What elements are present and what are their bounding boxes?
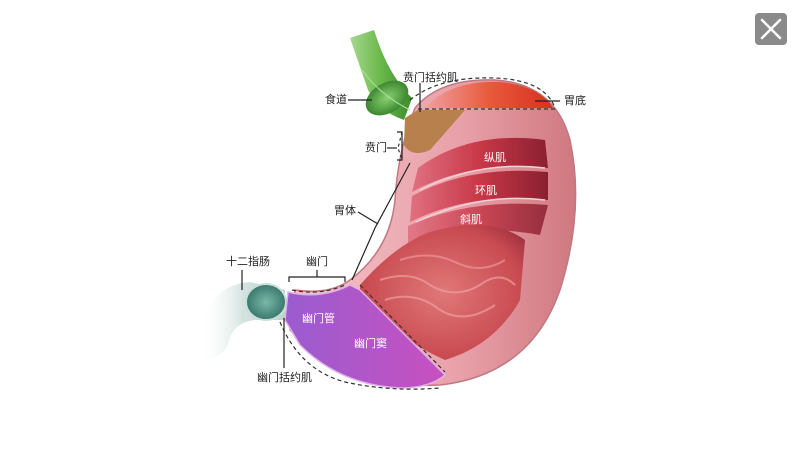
label-longitudinal-muscle: 纵肌 <box>484 151 506 164</box>
label-oblique-muscle: 斜肌 <box>460 213 482 226</box>
label-pyloric-canal: 幽门管 <box>302 312 335 325</box>
label-pylorus: 幽门 <box>306 255 328 268</box>
label-circular-muscle: 环肌 <box>475 184 497 197</box>
label-body: 胃体 <box>334 204 356 217</box>
label-cardiac-sphincter: 贲门括约肌 <box>403 71 458 84</box>
label-esophagus: 食道 <box>325 93 347 106</box>
label-duodenum: 十二指肠 <box>226 255 270 268</box>
label-pyloric-sphincter: 幽门括约肌 <box>257 371 312 384</box>
close-button[interactable] <box>755 13 787 45</box>
label-pyloric-antrum: 幽门窦 <box>354 337 387 350</box>
close-icon <box>760 18 782 40</box>
label-cardia: 贲门 <box>365 141 387 154</box>
label-fundus: 胃底 <box>564 94 586 107</box>
